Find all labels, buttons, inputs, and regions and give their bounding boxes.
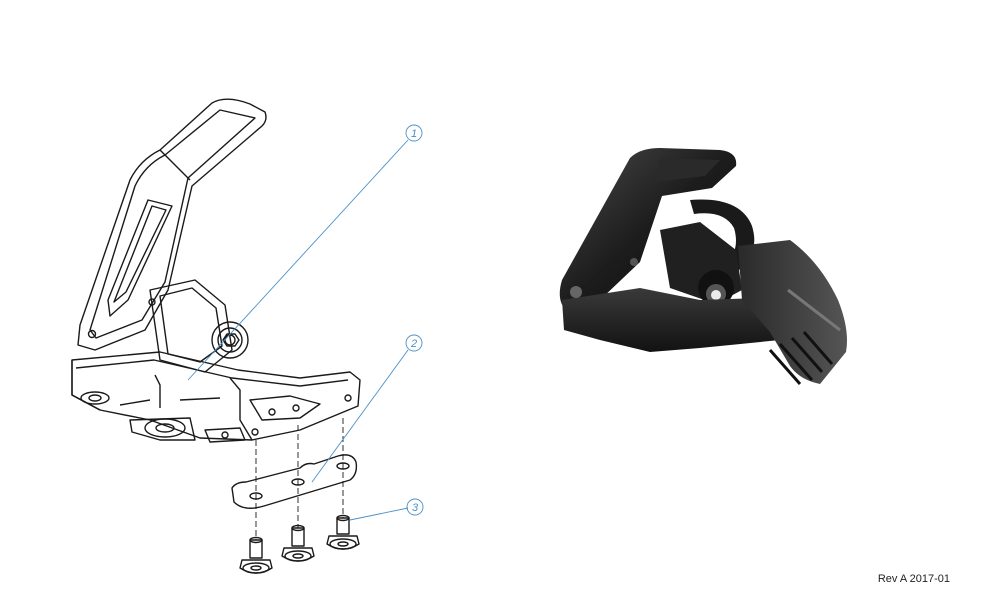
exploded-line-drawing xyxy=(71,98,361,574)
assembly-lines xyxy=(255,418,344,540)
revision-label: Rev A 2017-01 xyxy=(877,573,950,585)
screw-middle xyxy=(281,524,315,562)
callout-number-3: 3 xyxy=(412,502,419,514)
shim-plate xyxy=(231,454,358,509)
callout-2 xyxy=(311,334,423,483)
lever-arm xyxy=(77,98,267,351)
callout-number-2: 2 xyxy=(410,338,417,350)
callout-number-1: 1 xyxy=(411,128,417,140)
rendered-product xyxy=(559,148,847,385)
screw-right xyxy=(326,514,360,550)
pivot-body xyxy=(149,279,249,373)
screw-left xyxy=(239,536,273,574)
callout-1 xyxy=(187,124,423,381)
callout-3 xyxy=(349,498,424,521)
base-plate xyxy=(71,351,361,443)
callouts xyxy=(187,124,424,521)
